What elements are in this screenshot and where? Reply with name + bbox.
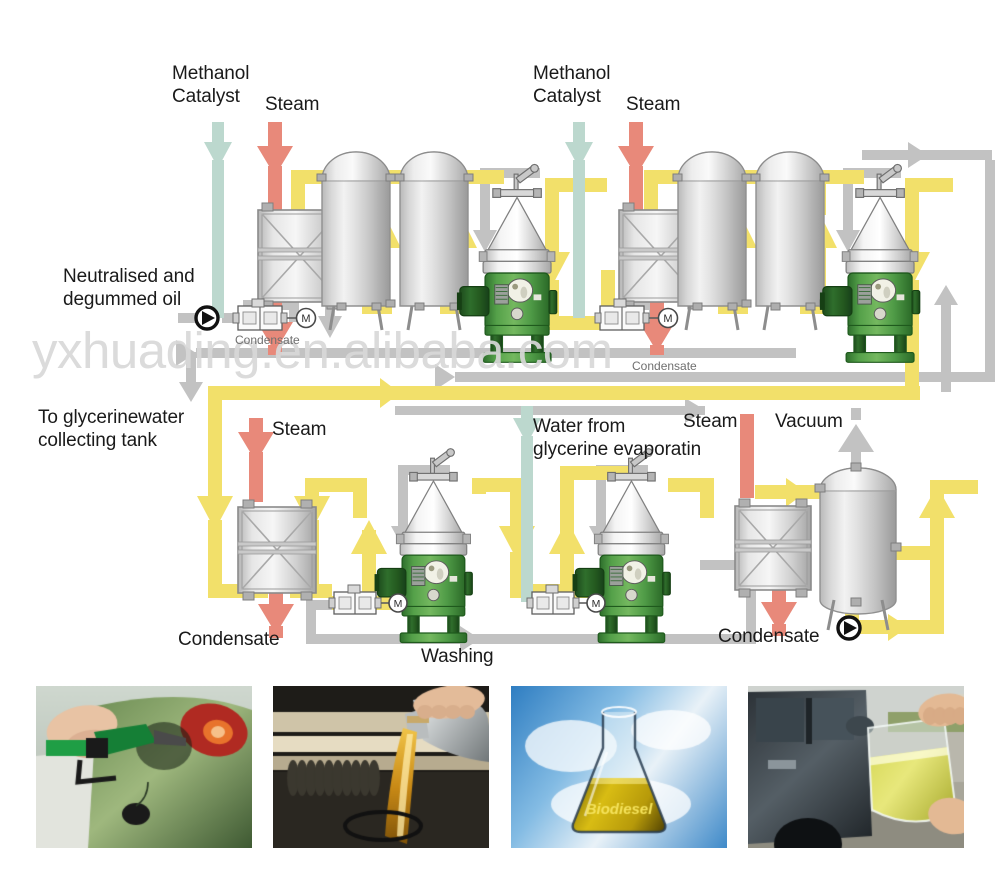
label-condensate-1: Condensate [235, 333, 300, 347]
centrifugal-separator-3 [374, 448, 473, 644]
label-methanol-catalyst-2: Methanol Catalyst [533, 63, 611, 107]
centrifugal-separator-4 [572, 448, 671, 644]
label-steam-1: Steam [265, 94, 320, 115]
centrifugal-separator-1 [456, 163, 558, 363]
vacuum-dryer-vessel [814, 462, 902, 631]
svg-text:M: M [663, 313, 672, 325]
process-flow-diagram: M M [32, 63, 995, 667]
heat-exchanger-4 [734, 498, 812, 598]
methanol-lines [204, 122, 593, 602]
photo-jug-biodiesel [747, 686, 964, 848]
pump-product [836, 615, 862, 641]
label-steam-4: Steam [683, 411, 738, 432]
svg-text:M: M [592, 598, 601, 610]
photo-pouring-oil [273, 686, 490, 848]
photo-strip [0, 686, 1000, 856]
control-valve-4: M [526, 584, 606, 615]
reactor-vessel-2b [750, 151, 830, 331]
svg-text:M: M [301, 313, 310, 325]
control-valve-2: M [594, 298, 679, 331]
label-washing: Washing [421, 646, 494, 667]
reactor-vessel-1a [316, 151, 396, 331]
centrifugal-separator-2 [819, 163, 921, 363]
label-vacuum: Vacuum [775, 411, 843, 432]
label-feed-inlet: Neutralised and degummed oil [63, 266, 195, 310]
control-valve-1: M [232, 298, 317, 331]
diagram-canvas: M M [176, 122, 995, 652]
control-valve-3: M [328, 584, 408, 615]
svg-text:M: M [394, 598, 403, 610]
pump-feed [194, 305, 220, 331]
label-water-from-evaporation: Water from glycerine evaporatin [533, 416, 702, 460]
photo-fuel-nozzle [36, 686, 252, 848]
label-glycerine-tank: To glycerinewater collecting tank [38, 407, 185, 451]
label-condensate-4: Condensate [718, 626, 820, 647]
label-methanol-catalyst-1: Methanol Catalyst [172, 63, 250, 107]
label-condensate-2: Condensate [632, 359, 697, 373]
label-steam-3: Steam [272, 419, 327, 440]
label-steam-2: Steam [626, 94, 681, 115]
heat-exchanger-3 [237, 499, 317, 601]
photo-biodiesel-flask [510, 686, 727, 848]
reactor-vessel-2a [672, 151, 752, 331]
label-condensate-3: Condensate [178, 629, 280, 650]
